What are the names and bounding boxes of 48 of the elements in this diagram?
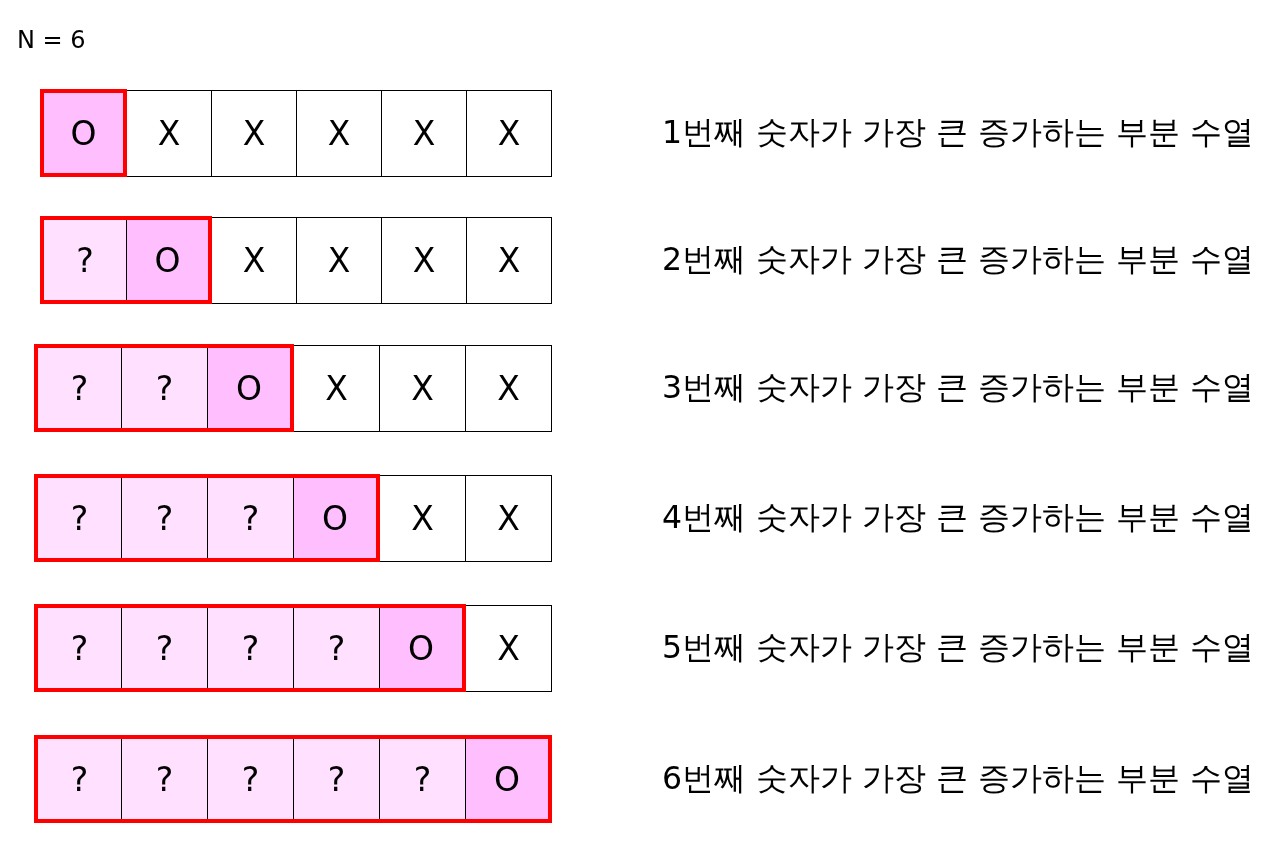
grid-cell: ? bbox=[293, 739, 379, 819]
grid-cell: X bbox=[379, 475, 466, 562]
grid-cell: X bbox=[381, 90, 467, 177]
grid-cell: ? bbox=[207, 608, 293, 688]
grid-cell: ? bbox=[38, 348, 121, 428]
grid-cell: ? bbox=[121, 739, 207, 819]
grid-cell: X bbox=[381, 217, 467, 304]
grid-cell: X bbox=[126, 90, 212, 177]
grid-cell: ? bbox=[121, 608, 207, 688]
grid-cell: O bbox=[207, 348, 290, 428]
highlight-frame bbox=[34, 604, 466, 692]
grid-cell: X bbox=[211, 90, 297, 177]
grid-cell: ? bbox=[121, 348, 207, 428]
grid-cell: O bbox=[293, 478, 376, 558]
grid-cell: ? bbox=[121, 478, 207, 558]
row-caption: 4번째 숫자가 가장 큰 증가하는 부분 수열 bbox=[662, 499, 1255, 537]
grid-cell: O bbox=[44, 93, 123, 173]
highlight-frame bbox=[34, 344, 294, 432]
row-caption: 1번째 숫자가 가장 큰 증가하는 부분 수열 bbox=[662, 114, 1255, 152]
grid-cell: ? bbox=[207, 739, 293, 819]
row-caption: 2번째 숫자가 가장 큰 증가하는 부분 수열 bbox=[662, 241, 1255, 279]
grid-cell: O bbox=[379, 608, 462, 688]
grid-cell: ? bbox=[38, 739, 121, 819]
grid-cell: X bbox=[465, 605, 552, 692]
grid-cell: X bbox=[465, 345, 552, 432]
grid-cell: X bbox=[466, 217, 552, 304]
size-label: N = 6 bbox=[17, 25, 86, 55]
grid-cell: O bbox=[465, 739, 548, 819]
row-caption: 5번째 숫자가 가장 큰 증가하는 부분 수열 bbox=[662, 629, 1255, 667]
grid-cell: O bbox=[126, 220, 208, 300]
grid-cell: ? bbox=[293, 608, 379, 688]
highlight-frame bbox=[34, 735, 552, 823]
highlight-frame bbox=[34, 474, 380, 562]
grid-cell: ? bbox=[44, 220, 126, 300]
grid-cell: X bbox=[465, 475, 552, 562]
grid-cell: ? bbox=[38, 478, 121, 558]
grid-cell: ? bbox=[38, 608, 121, 688]
grid-cell: ? bbox=[207, 478, 293, 558]
grid-cell: ? bbox=[379, 739, 465, 819]
row-caption: 3번째 숫자가 가장 큰 증가하는 부분 수열 bbox=[662, 369, 1255, 407]
row-caption: 6번째 숫자가 가장 큰 증가하는 부분 수열 bbox=[662, 760, 1255, 798]
grid-cell: X bbox=[466, 90, 552, 177]
grid-cell: X bbox=[211, 217, 297, 304]
highlight-frame bbox=[40, 216, 212, 304]
grid-cell: X bbox=[379, 345, 466, 432]
grid-cell: X bbox=[296, 90, 382, 177]
grid-cell: X bbox=[293, 345, 380, 432]
grid-cell: X bbox=[296, 217, 382, 304]
